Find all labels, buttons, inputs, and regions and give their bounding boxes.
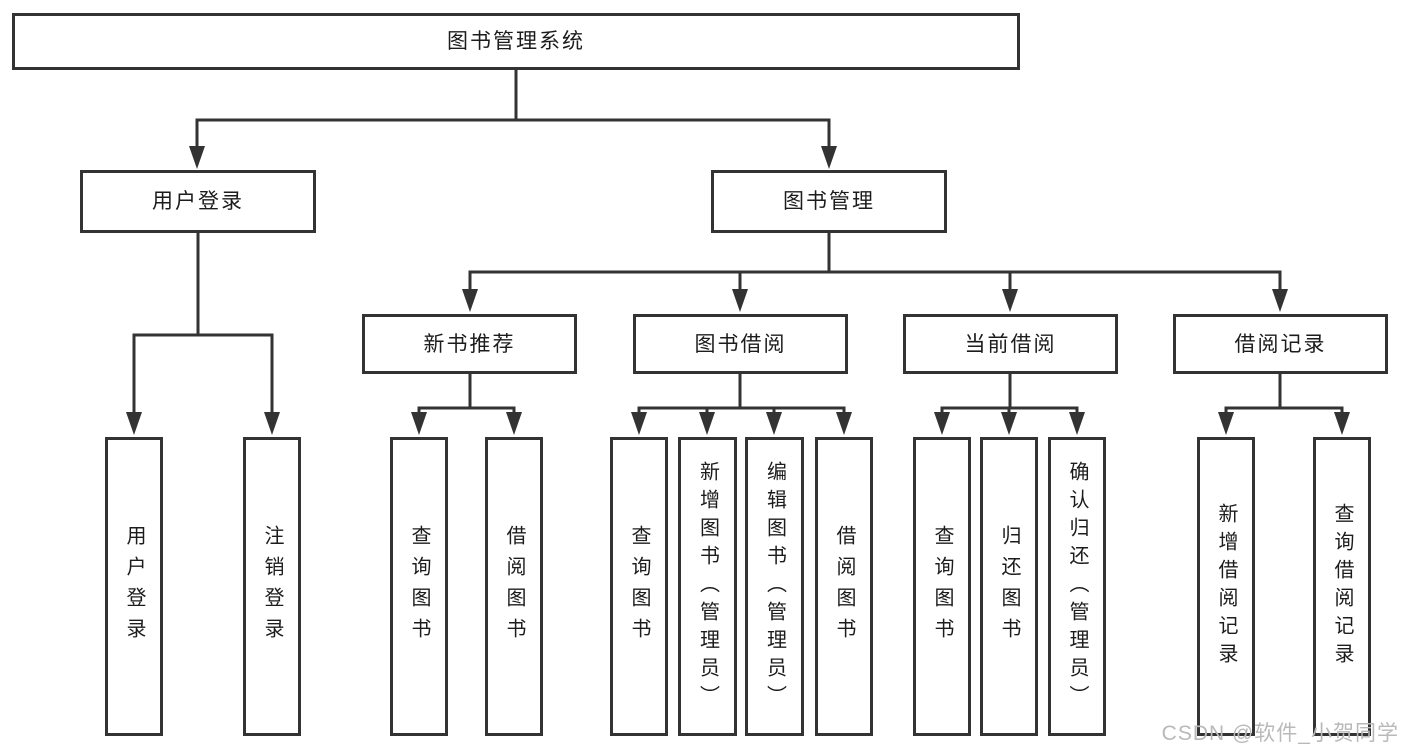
arrowhead-icon bbox=[1334, 412, 1350, 435]
arrowhead-icon bbox=[732, 289, 748, 312]
connector-root-branch bbox=[189, 70, 837, 169]
arrowhead-icon bbox=[1069, 412, 1085, 435]
node-borrow-records: 借阅记录 bbox=[1173, 314, 1388, 374]
leaf-br-add-record: 新增借阅记录 bbox=[1197, 437, 1255, 736]
node-book-borrow: 图书借阅 bbox=[633, 314, 848, 374]
arrowhead-icon bbox=[462, 289, 478, 312]
connector-current-borrow-branch bbox=[934, 374, 1085, 435]
connector-borrow-records-branch bbox=[1218, 374, 1350, 435]
connector-line bbox=[195, 70, 831, 147]
watermark: CSDN @软件_小贺同学 bbox=[1161, 721, 1399, 745]
arrowhead-icon bbox=[836, 412, 852, 435]
arrowhead-icon bbox=[126, 412, 142, 435]
arrowhead-icon bbox=[821, 146, 837, 169]
arrowhead-icon bbox=[1001, 412, 1017, 435]
node-book-mgmt: 图书管理 bbox=[711, 170, 947, 233]
connector-line bbox=[637, 374, 846, 413]
leaf-br-query-record: 查询借阅记录 bbox=[1313, 437, 1371, 736]
arrowhead-icon bbox=[699, 412, 715, 435]
connector-line bbox=[417, 374, 516, 413]
node-new-book-rec: 新书推荐 bbox=[362, 314, 577, 374]
arrowhead-icon bbox=[506, 412, 522, 435]
connector-user-login-branch bbox=[126, 233, 280, 435]
arrowhead-icon bbox=[1272, 289, 1288, 312]
leaf-cb-query-book: 查询图书 bbox=[913, 437, 971, 736]
leaf-bb-add-book-admin: 新增图书（管理员） bbox=[678, 437, 737, 736]
leaf-bb-borrow-book: 借阅图书 bbox=[815, 437, 873, 736]
connector-line bbox=[1224, 374, 1344, 413]
node-user-login-label: 用户登录 bbox=[152, 190, 244, 213]
connector-line bbox=[940, 374, 1079, 413]
arrowhead-icon bbox=[189, 146, 205, 169]
leaf-logout: 注销登录 bbox=[243, 437, 301, 736]
leaf-cb-return-book: 归还图书 bbox=[980, 437, 1038, 736]
arrowhead-icon bbox=[1218, 412, 1234, 435]
leaf-cb-confirm-return-admin: 确认归还（管理员） bbox=[1048, 437, 1106, 736]
node-current-borrow: 当前借阅 bbox=[903, 314, 1118, 374]
connector-line bbox=[468, 233, 1282, 290]
connector-new-book-branch bbox=[411, 374, 522, 435]
node-new-book-rec-label: 新书推荐 bbox=[423, 332, 516, 356]
node-user-login: 用户登录 bbox=[80, 170, 316, 233]
node-current-borrow-label: 当前借阅 bbox=[964, 332, 1057, 356]
leaf-bb-query-book: 查询图书 bbox=[610, 437, 668, 736]
node-root: 图书管理系统 bbox=[12, 13, 1020, 70]
arrowhead-icon bbox=[766, 412, 782, 435]
arrowhead-icon bbox=[934, 412, 950, 435]
node-borrow-records-label: 借阅记录 bbox=[1234, 332, 1327, 356]
connector-book-mgmt-branch bbox=[462, 233, 1288, 312]
connector-book-borrow-branch bbox=[631, 374, 852, 435]
leaf-nbr-query-book: 查询图书 bbox=[390, 437, 448, 736]
leaf-bb-edit-book-admin: 编辑图书（管理员） bbox=[745, 437, 804, 736]
arrowhead-icon bbox=[264, 412, 280, 435]
node-root-label: 图书管理系统 bbox=[447, 30, 585, 53]
leaf-user-login: 用户登录 bbox=[105, 437, 163, 736]
arrowhead-icon bbox=[1002, 289, 1018, 312]
arrowhead-icon bbox=[631, 412, 647, 435]
leaf-nbr-borrow-book: 借阅图书 bbox=[485, 437, 543, 736]
arrowhead-icon bbox=[411, 412, 427, 435]
node-book-mgmt-label: 图书管理 bbox=[783, 190, 875, 213]
node-book-borrow-label: 图书借阅 bbox=[694, 332, 787, 356]
connector-line bbox=[132, 233, 274, 413]
